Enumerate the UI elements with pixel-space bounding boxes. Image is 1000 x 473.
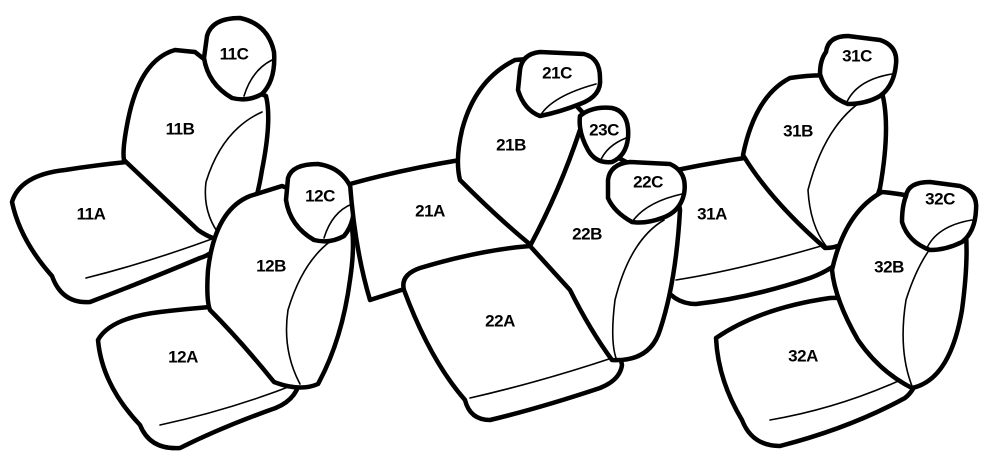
label-22A: 22A bbox=[485, 311, 515, 330]
label-31A: 31A bbox=[697, 204, 727, 223]
headrest-32C[interactable] bbox=[899, 179, 979, 253]
seat-12 bbox=[95, 161, 357, 451]
headrest-22C[interactable] bbox=[605, 159, 687, 225]
label-32A: 32A bbox=[788, 346, 818, 365]
label-22C: 22C bbox=[633, 172, 663, 191]
cushion-32A-seam bbox=[769, 377, 906, 421]
cushion-31A-seam bbox=[675, 243, 829, 281]
label-21A: 21A bbox=[415, 201, 445, 220]
label-31C: 31C bbox=[842, 46, 872, 65]
seat-32 bbox=[713, 179, 979, 449]
cushion-11A-seam bbox=[85, 235, 221, 279]
label-22B: 22B bbox=[572, 224, 602, 243]
headrest-11C-seam bbox=[243, 59, 273, 97]
headrest-22C-seam bbox=[631, 193, 683, 223]
label-32C: 32C bbox=[925, 189, 955, 208]
backrest-12B-seam bbox=[285, 231, 347, 385]
headrest-31C-seam bbox=[845, 73, 893, 105]
label-23C: 23C bbox=[589, 120, 619, 139]
seat-31 bbox=[637, 33, 899, 307]
headrest-23C-seam bbox=[599, 137, 627, 163]
cushion-12A-seam bbox=[159, 383, 297, 426]
label-12A: 12A bbox=[168, 347, 198, 366]
cushion-22A-seam bbox=[469, 357, 613, 399]
part-labels: 11C 11B 11A 12C 12B 12A 21C 21B 21A 23C … bbox=[77, 44, 956, 366]
headrest-31C[interactable] bbox=[817, 33, 899, 107]
label-31B: 31B bbox=[783, 121, 813, 140]
label-12B: 12B bbox=[256, 256, 286, 275]
seat-2x-bench bbox=[347, 49, 687, 423]
label-11A: 11A bbox=[77, 204, 106, 223]
label-21C: 21C bbox=[542, 63, 572, 82]
backrest-11B-seam bbox=[204, 111, 263, 239]
backrest-22B-seam bbox=[611, 219, 665, 359]
headrest-21C-seam bbox=[539, 83, 597, 117]
headrest-32C-seam bbox=[925, 219, 973, 251]
headrest-23C[interactable] bbox=[577, 105, 631, 165]
headrest-12C-seam bbox=[323, 203, 353, 239]
seat-11 bbox=[9, 15, 277, 305]
label-11B: 11B bbox=[166, 119, 195, 138]
headrest-21C[interactable] bbox=[515, 49, 603, 119]
label-11C: 11C bbox=[220, 44, 249, 63]
headrest-11C[interactable] bbox=[201, 15, 277, 102]
backrest-31B-seam bbox=[807, 95, 871, 247]
label-32B: 32B bbox=[874, 257, 904, 276]
label-12C: 12C bbox=[305, 186, 335, 205]
label-21B: 21B bbox=[496, 135, 526, 154]
